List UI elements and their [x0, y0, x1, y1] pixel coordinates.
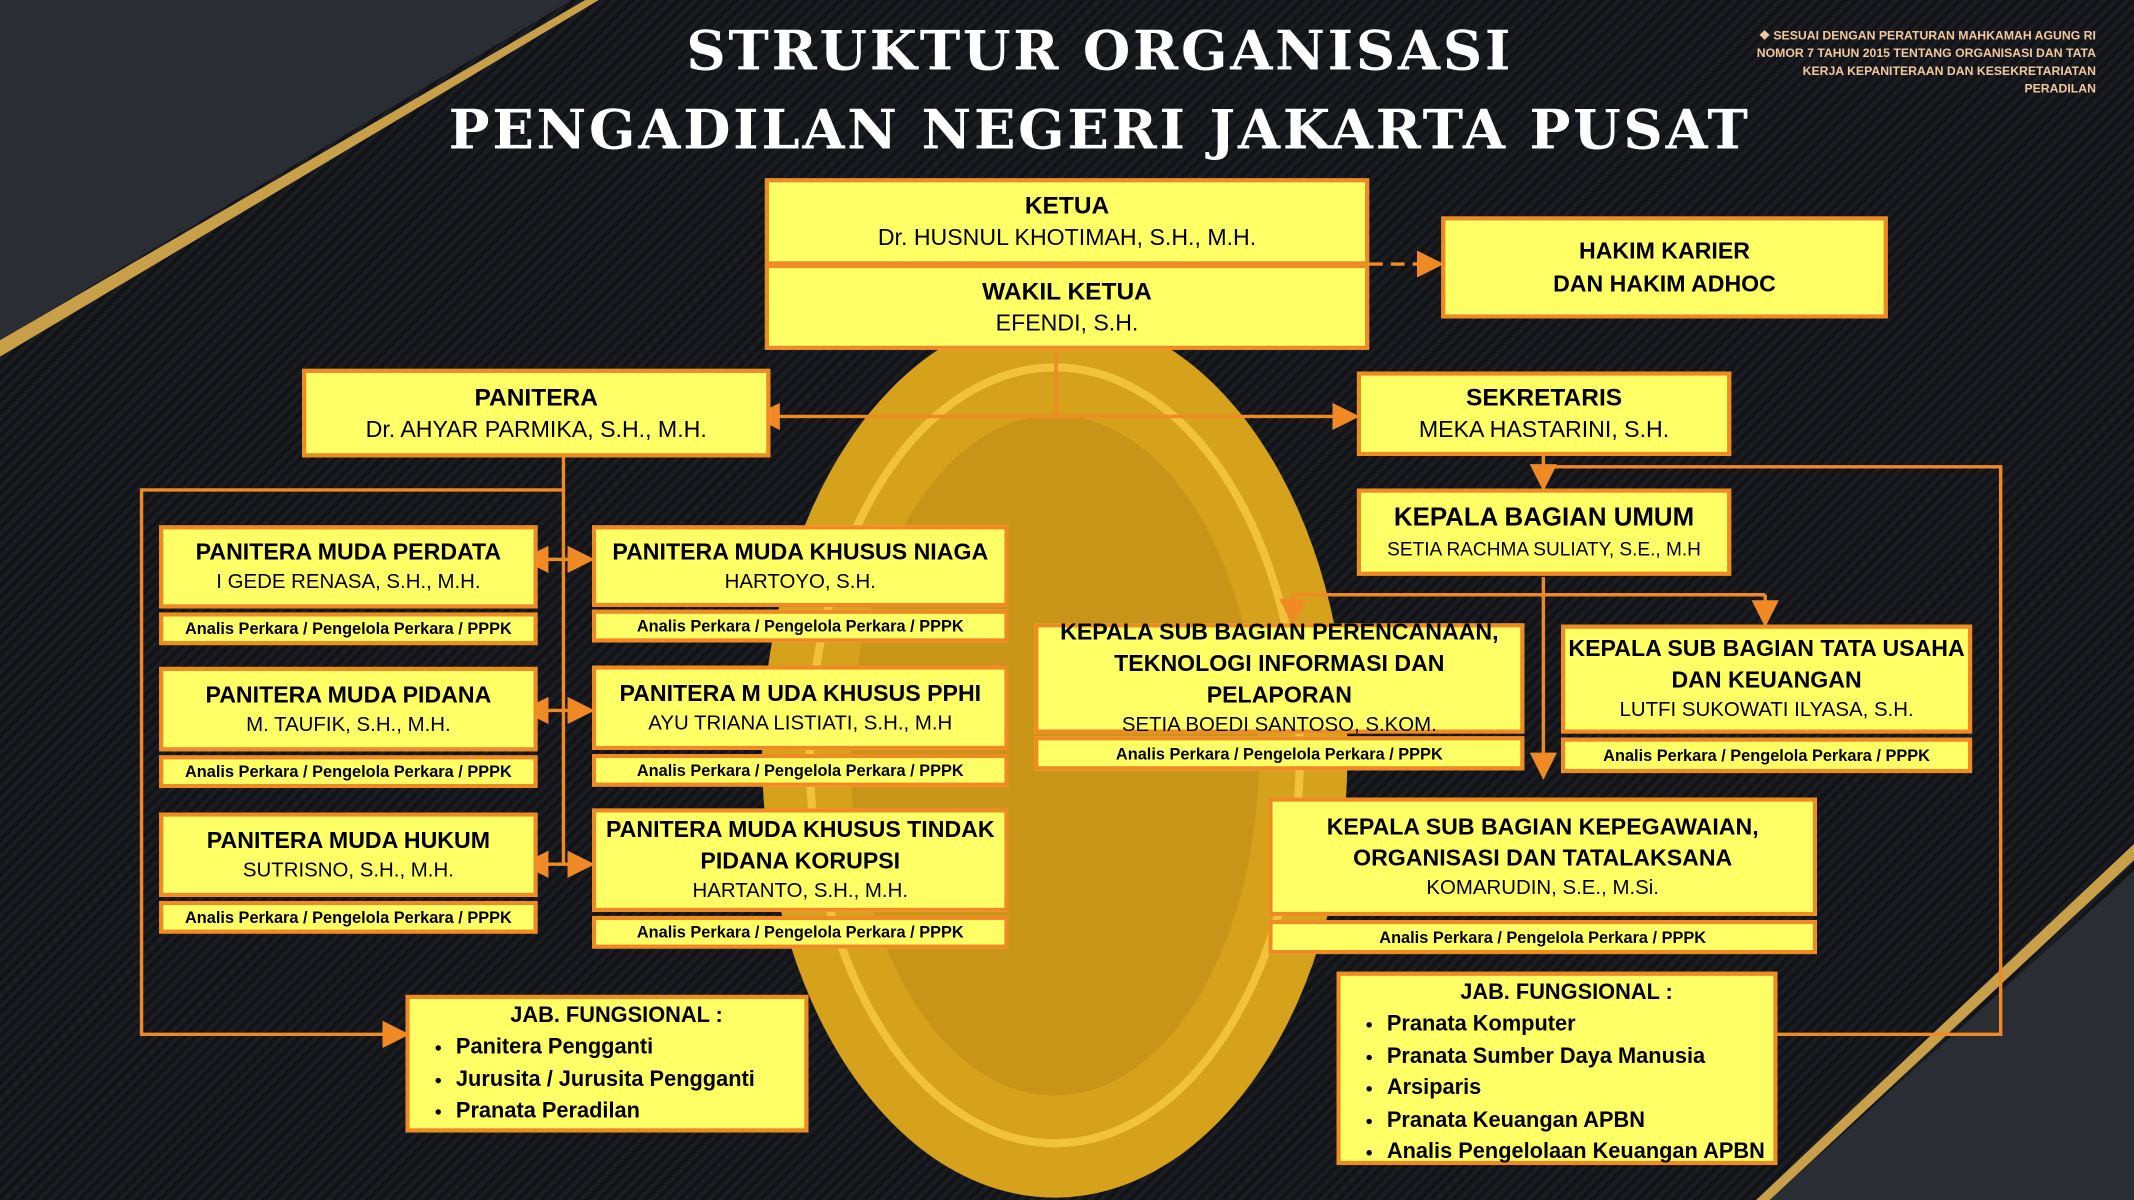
jab-fungsional-right-title: JAB. FUNGSIONAL :: [1460, 981, 1673, 1005]
ksb-tu-box: KEPALA SUB BAGIAN TATA USAHA DAN KEUANGA…: [1561, 624, 1973, 734]
pm-tipikor-name: HARTANTO, S.H., M.H.: [692, 879, 909, 903]
pm-perdata-name: I GEDE RENASA, S.H., M.H.: [216, 570, 481, 594]
ksb-perencanaan-box: KEPALA SUB BAGIAN PERENCANAAN, TEKNOLOGI…: [1034, 619, 1525, 736]
wakil-ketua-name: EFENDI, S.H.: [995, 309, 1139, 336]
analis-hukum: Analis Perkara / Pengelola Perkara / PPP…: [159, 900, 538, 934]
panitera-name: Dr. AHYAR PARMIKA, S.H., M.H.: [365, 415, 707, 442]
list-item: Pranata Keuangan APBN: [1387, 1104, 1774, 1136]
ketua-name: Dr. HUSNUL KHOTIMAH, S.H., M.H.: [877, 224, 1257, 251]
panitera-box: PANITERA Dr. AHYAR PARMIKA, S.H., M.H.: [302, 368, 771, 458]
list-item: Analis Pengelolaan Keuangan APBN: [1387, 1136, 1774, 1168]
analis-perencanaan: Analis Perkara / Pengelola Perkara / PPP…: [1034, 736, 1525, 771]
pm-tipikor-box: PANITERA MUDA KHUSUS TINDAK PIDANA KORUP…: [592, 808, 1009, 912]
pm-niaga-title: PANITERA MUDA KHUSUS NIAGA: [612, 538, 989, 565]
ksb-kepegawaian-name: KOMARUDIN, S.E., M.Si.: [1426, 875, 1659, 899]
hakim-box: HAKIM KARIER DAN HAKIM ADHOC: [1441, 216, 1888, 319]
list-item: Pranata Komputer: [1387, 1009, 1774, 1041]
list-item: Pranata Sumber Daya Manusia: [1387, 1040, 1774, 1072]
pm-pphi-name: AYU TRIANA LISTIATI, S.H., M.H: [648, 711, 953, 735]
diamond-bullet-icon: ❖: [1758, 28, 1770, 43]
list-item: Pranata Peradilan: [456, 1096, 804, 1128]
pm-tipikor-title1: PANITERA MUDA KHUSUS TINDAK: [605, 816, 995, 843]
ksb-tu-name: LUTFI SUKOWATI ILYASA, S.H.: [1619, 698, 1914, 722]
ksb-kepegawaian-title1: KEPALA SUB BAGIAN KEPEGAWAIAN,: [1326, 813, 1759, 840]
kabag-umum-box: KEPALA BAGIAN UMUM SETIA RACHMA SULIATY,…: [1356, 488, 1732, 576]
ksb-perencanaan-title1: KEPALA SUB BAGIAN PERENCANAAN,: [1060, 619, 1499, 646]
kabag-umum-title: KEPALA BAGIAN UMUM: [1393, 502, 1695, 532]
pm-niaga-box: PANITERA MUDA KHUSUS NIAGA HARTOYO, S.H.: [592, 525, 1009, 608]
analis-perdata: Analis Perkara / Pengelola Perkara / PPP…: [159, 612, 538, 646]
analis-niaga: Analis Perkara / Pengelola Perkara / PPP…: [592, 609, 1009, 643]
pm-pidana-title: PANITERA MUDA PIDANA: [205, 681, 492, 708]
page-title-line1: STRUKTUR ORGANISASI: [686, 19, 1514, 84]
sekretaris-title: SEKRETARIS: [1466, 383, 1623, 412]
wakil-ketua-title: WAKIL KETUA: [982, 276, 1152, 305]
jab-fungsional-left: JAB. FUNGSIONAL : Panitera Pengganti Jur…: [405, 994, 809, 1133]
list-item: Arsiparis: [1387, 1072, 1774, 1104]
analis-kepegawaian: Analis Perkara / Pengelola Perkara / PPP…: [1268, 920, 1817, 955]
hakim-line2: DAN HAKIM ADHOC: [1553, 270, 1776, 297]
kabag-umum-name: SETIA RACHMA SULIATY, S.E., M.H: [1387, 536, 1701, 559]
ksb-perencanaan-title2: TEKNOLOGI INFORMASI DAN PELAPORAN: [1114, 650, 1445, 708]
wakil-ketua-box: WAKIL KETUA EFENDI, S.H.: [764, 264, 1370, 350]
pm-pidana-name: M. TAUFIK, S.H., M.H.: [246, 712, 451, 736]
pm-niaga-name: HARTOYO, S.H.: [724, 569, 876, 593]
regulation-note: ❖ SESUAI DENGAN PERATURAN MAHKAMAH AGUNG…: [1756, 28, 2096, 96]
ksb-tu-title2: DAN KEUANGAN: [1671, 666, 1862, 693]
pm-perdata-title: PANITERA MUDA PERDATA: [195, 538, 502, 565]
page-title-line2: PENGADILAN NEGERI JAKARTA PUSAT: [448, 97, 1751, 162]
analis-pidana: Analis Perkara / Pengelola Perkara / PPP…: [159, 755, 538, 789]
jab-fungsional-left-title: JAB. FUNGSIONAL :: [510, 1004, 723, 1028]
ksb-kepegawaian-title2: ORGANISASI DAN TATALAKSANA: [1353, 844, 1733, 871]
pm-perdata-box: PANITERA MUDA PERDATA I GEDE RENASA, S.H…: [159, 525, 538, 609]
panitera-title: PANITERA: [474, 383, 598, 411]
pm-hukum-title: PANITERA MUDA HUKUM: [206, 826, 491, 853]
ksb-kepegawaian-box: KEPALA SUB BAGIAN KEPEGAWAIAN, ORGANISAS…: [1268, 797, 1817, 916]
pm-pphi-title: PANITERA M UDA KHUSUS PPHI: [619, 679, 982, 706]
ksb-perencanaan-name: SETIA BOEDI SANTOSO, S.KOM.: [1121, 713, 1437, 737]
pm-pphi-box: PANITERA M UDA KHUSUS PPHI AYU TRIANA LI…: [592, 665, 1009, 750]
list-item: Jurusita / Jurusita Pengganti: [456, 1064, 804, 1096]
sekretaris-name: MEKA HASTARINI, S.H.: [1418, 416, 1670, 443]
analis-tipikor: Analis Perkara / Pengelola Perkara / PPP…: [592, 915, 1009, 949]
pm-pidana-box: PANITERA MUDA PIDANA M. TAUFIK, S.H., M.…: [159, 666, 538, 752]
pm-tipikor-title2: PIDANA KORUPSI: [700, 847, 901, 874]
ketua-box: KETUA Dr. HUSNUL KHOTIMAH, S.H., M.H.: [764, 178, 1370, 266]
list-item: Panitera Pengganti: [456, 1032, 804, 1064]
hakim-line1: HAKIM KARIER: [1579, 237, 1750, 264]
ksb-tu-title1: KEPALA SUB BAGIAN TATA USAHA: [1568, 635, 1965, 662]
jab-fungsional-right: JAB. FUNGSIONAL : Pranata Komputer Prana…: [1336, 971, 1778, 1168]
analis-pphi: Analis Perkara / Pengelola Perkara / PPP…: [592, 753, 1009, 787]
ketua-title: KETUA: [1024, 191, 1110, 220]
pm-hukum-box: PANITERA MUDA HUKUM SUTRISNO, S.H., M.H.: [159, 812, 538, 897]
sekretaris-box: SEKRETARIS MEKA HASTARINI, S.H.: [1356, 371, 1732, 456]
pm-hukum-name: SUTRISNO, S.H., M.H.: [242, 858, 454, 882]
analis-tu: Analis Perkara / Pengelola Perkara / PPP…: [1561, 737, 1973, 774]
